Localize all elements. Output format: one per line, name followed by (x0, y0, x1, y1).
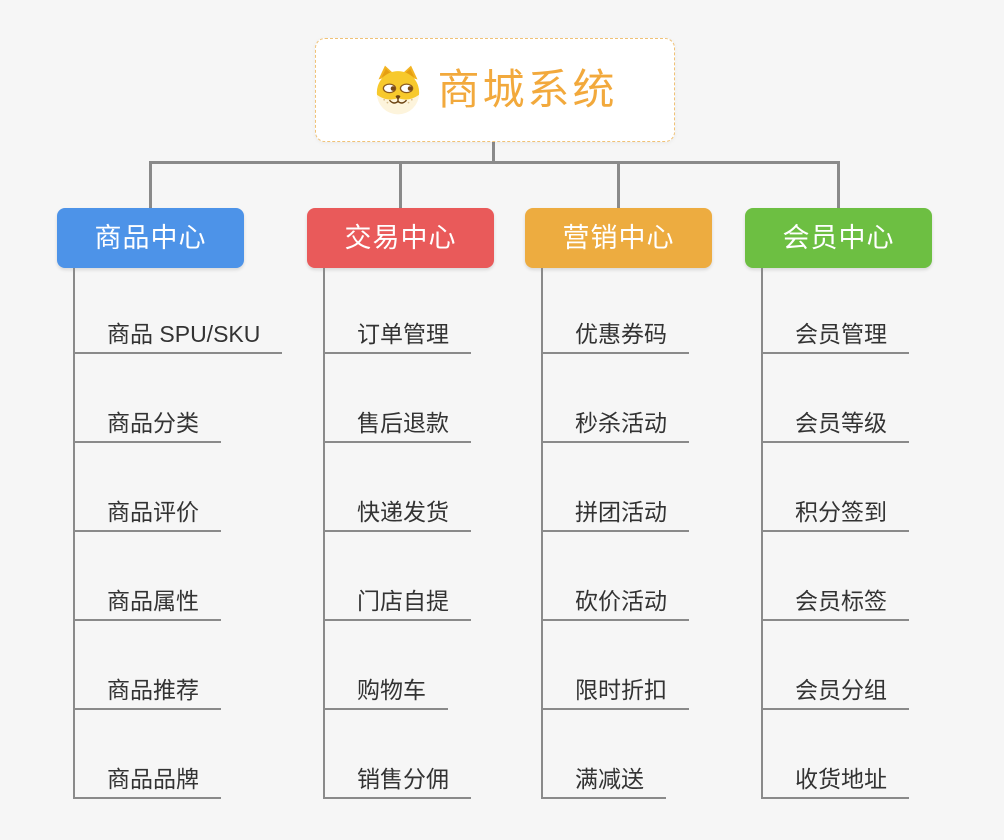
leaf-topic[interactable]: 秒杀活动 (543, 354, 689, 443)
branch-member-center: 会员中心 会员管理 会员等级 积分签到 会员标签 会员分组 收货地址 (745, 208, 932, 799)
leaf-topic[interactable]: 拼团活动 (543, 443, 689, 532)
leaf-topic[interactable]: 商品推荐 (75, 621, 221, 710)
leaf-topic[interactable]: 会员分组 (763, 621, 909, 710)
root-topic-node[interactable]: 商城系统 (315, 38, 675, 142)
leaf-topic[interactable]: 满减送 (543, 710, 666, 799)
leaf-topic[interactable]: 快递发货 (325, 443, 471, 532)
connector-drop-4 (837, 163, 840, 208)
leaf-topic[interactable]: 销售分佣 (325, 710, 471, 799)
dog-face-icon (377, 65, 420, 115)
leaf-topic[interactable]: 会员等级 (763, 354, 909, 443)
leaf-topic[interactable]: 订单管理 (325, 268, 471, 354)
connector-drop-2 (399, 163, 402, 208)
leaf-topic[interactable]: 购物车 (325, 621, 448, 710)
branch-node-product-center[interactable]: 商品中心 (57, 208, 244, 268)
leaf-topic[interactable]: 商品评价 (75, 443, 221, 532)
leaf-topic[interactable]: 商品分类 (75, 354, 221, 443)
branch-node-member-center[interactable]: 会员中心 (745, 208, 932, 268)
connector-drop-1 (149, 163, 152, 208)
leaf-topic[interactable]: 商品属性 (75, 532, 221, 621)
branch-marketing-center: 营销中心 优惠券码 秒杀活动 拼团活动 砍价活动 限时折扣 满减送 (525, 208, 712, 799)
leaf-topic[interactable]: 商品品牌 (75, 710, 221, 799)
branch-node-trade-center[interactable]: 交易中心 (307, 208, 494, 268)
branch-children: 优惠券码 秒杀活动 拼团活动 砍价活动 限时折扣 满减送 (541, 268, 689, 799)
leaf-topic[interactable]: 积分签到 (763, 443, 909, 532)
connector-drop-3 (617, 163, 620, 208)
branch-product-center: 商品中心 商品 SPU/SKU 商品分类 商品评价 商品属性 商品推荐 商品品牌 (57, 208, 283, 799)
leaf-topic[interactable]: 会员管理 (763, 268, 909, 354)
branch-children: 订单管理 售后退款 快递发货 门店自提 购物车 销售分佣 (323, 268, 471, 799)
connector-horizontal (149, 161, 840, 164)
branch-node-marketing-center[interactable]: 营销中心 (525, 208, 712, 268)
leaf-topic[interactable]: 砍价活动 (543, 532, 689, 621)
branch-children: 会员管理 会员等级 积分签到 会员标签 会员分组 收货地址 (761, 268, 909, 799)
root-topic-title: 商城系统 (437, 66, 618, 113)
leaf-topic[interactable]: 收货地址 (763, 710, 909, 799)
connector-root-stem (492, 141, 495, 164)
leaf-topic[interactable]: 限时折扣 (543, 621, 689, 710)
branch-trade-center: 交易中心 订单管理 售后退款 快递发货 门店自提 购物车 销售分佣 (307, 208, 494, 799)
branch-children: 商品 SPU/SKU 商品分类 商品评价 商品属性 商品推荐 商品品牌 (73, 268, 283, 799)
leaf-topic[interactable]: 优惠券码 (543, 268, 689, 354)
leaf-topic[interactable]: 门店自提 (325, 532, 471, 621)
leaf-topic[interactable]: 售后退款 (325, 354, 471, 443)
leaf-topic[interactable]: 商品 SPU/SKU (75, 268, 283, 354)
leaf-topic[interactable]: 会员标签 (763, 532, 909, 621)
